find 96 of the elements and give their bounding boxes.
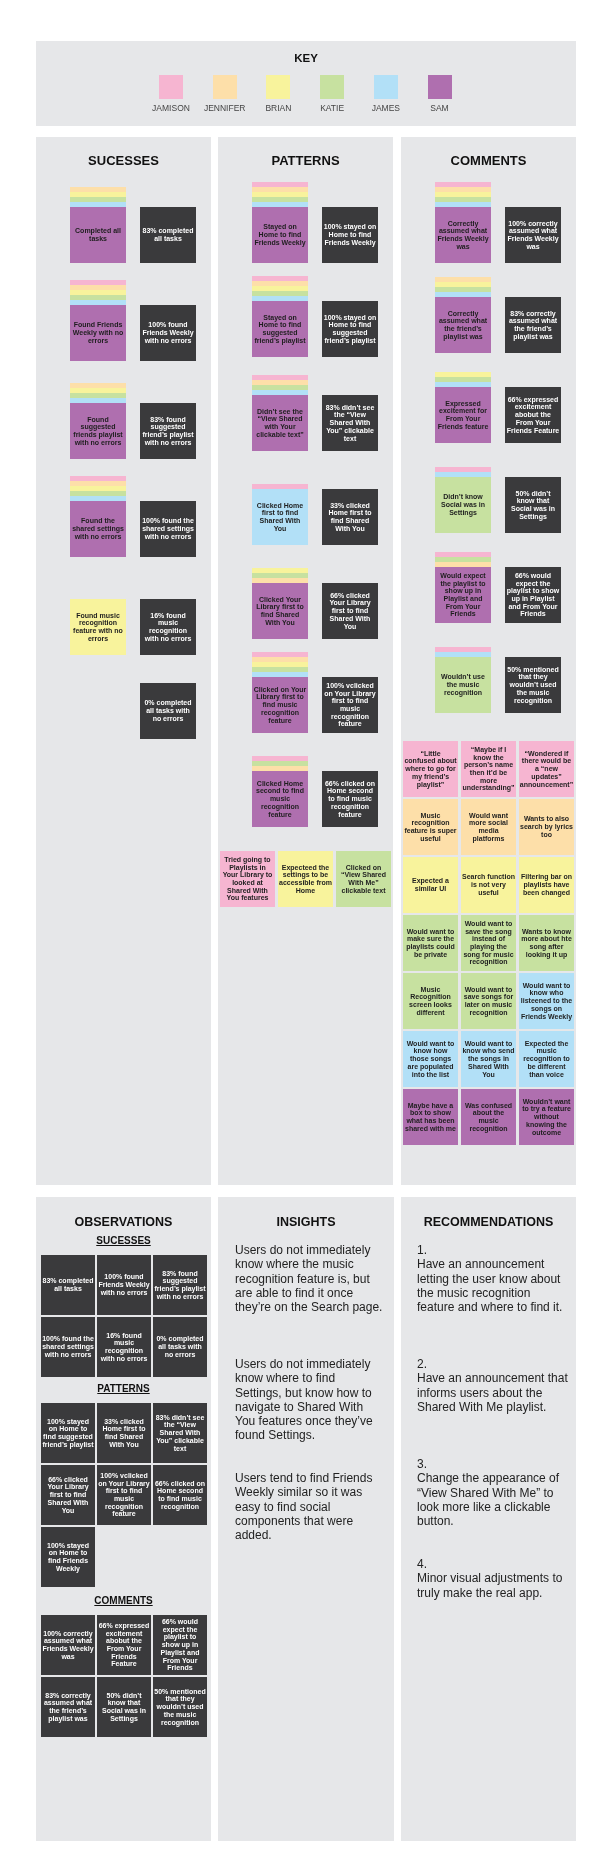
paragraph: Users tend to find Friends Weekly similar so it was easy to find social components that were added. (235, 1471, 374, 1543)
sticky-note (70, 192, 126, 197)
sticky-note (252, 652, 308, 657)
sticky-note (252, 578, 308, 583)
sticky-note (252, 766, 308, 771)
sticky-note (70, 383, 126, 388)
legend-label: BRIAN (264, 103, 293, 113)
sticky-note (435, 557, 491, 562)
column-heading: PATTERNS (270, 153, 341, 168)
sticky-note (435, 202, 491, 207)
sticky-note (70, 481, 126, 486)
sticky-note (252, 672, 308, 677)
sticky-note (252, 187, 308, 192)
column-heading: INSIGHTS (275, 1215, 337, 1229)
sticky-note (435, 182, 491, 187)
sticky-note (252, 390, 308, 395)
sticky-note (252, 761, 308, 766)
list-number: 3. (417, 1457, 428, 1472)
sticky-note (435, 562, 491, 567)
list-number: 1. (417, 1243, 428, 1258)
section-heading: SUCESSES (95, 1235, 152, 1246)
sticky-note (70, 295, 126, 300)
sticky-note (70, 486, 126, 491)
sticky-note (435, 377, 491, 382)
sticky-note (435, 647, 491, 652)
paragraph: Minor visual adjustments to truly make the real app. (417, 1571, 564, 1600)
sticky-note (252, 276, 308, 281)
sticky-note (435, 472, 491, 477)
sticky-note (70, 290, 126, 295)
section-heading: PATTERNS (96, 1383, 151, 1394)
column-panel (401, 1197, 576, 1841)
sticky-note (252, 385, 308, 390)
sticky-note (435, 652, 491, 657)
sticky-note (70, 202, 126, 207)
sticky-note (70, 476, 126, 481)
column-heading: COMMENTS (449, 153, 528, 168)
column-panel (218, 137, 393, 1185)
sticky-note (435, 287, 491, 292)
sticky-note (70, 393, 126, 398)
sticky-note (252, 296, 308, 301)
legend-label: SAM (429, 103, 450, 113)
sticky-note (252, 375, 308, 380)
list-number: 4. (417, 1557, 428, 1572)
paragraph: Have an announcement that informs users about the Shared With Me playlist. (417, 1371, 569, 1415)
paragraph: Users do not immediately know where the music recognition feature is, but are able to find it once they’re on the Search page. (235, 1243, 384, 1315)
column-panel (218, 1197, 394, 1841)
sticky-note (252, 291, 308, 296)
sticky-note (435, 372, 491, 377)
sticky-note (70, 280, 126, 285)
sticky-note (252, 286, 308, 291)
sticky-note (435, 467, 491, 472)
sticky-note (252, 197, 308, 202)
legend-label: KATIE (319, 103, 346, 113)
sticky-note (252, 573, 308, 578)
column-panel (401, 137, 576, 1185)
sticky-note (252, 202, 308, 207)
sticky-note (70, 398, 126, 403)
sticky-note (435, 197, 491, 202)
sticky-note (252, 667, 308, 672)
legend-heading: KEY (293, 52, 319, 64)
sticky-note (435, 277, 491, 282)
paragraph: Have an announcement letting the user know about the music recognition feature and where to find it. (417, 1257, 564, 1315)
sticky-note (435, 552, 491, 557)
legend-label: JENNIFER (202, 103, 247, 113)
sticky-note (252, 657, 308, 662)
sticky-note (70, 187, 126, 192)
sticky-note (70, 197, 126, 202)
sticky-note (70, 491, 126, 496)
paragraph: Change the appearance of “View Shared With Me” to look more like a clickable button. (417, 1471, 561, 1529)
list-number: 2. (417, 1357, 428, 1372)
sticky-note (252, 662, 308, 667)
legend-label: JAMES (370, 103, 401, 113)
paragraph: Users do not immediately know where to find Settings, but know how to navigate to Shared With You features once they’ve found Settings. (235, 1357, 374, 1443)
sticky-note (252, 192, 308, 197)
sticky-note (252, 568, 308, 573)
sticky-note (252, 182, 308, 187)
sticky-note (252, 380, 308, 385)
column-heading: RECOMMENDATIONS (422, 1215, 555, 1229)
column-heading: SUCESSES (87, 153, 160, 168)
sticky-note (70, 388, 126, 393)
sticky-note (435, 192, 491, 197)
sticky-note (70, 496, 126, 501)
column-panel (36, 1197, 211, 1841)
section-heading: COMMENTS (93, 1595, 154, 1606)
sticky-note (70, 285, 126, 290)
column-heading: OBSERVATIONS (73, 1215, 174, 1229)
sticky-note (435, 187, 491, 192)
sticky-note (252, 281, 308, 286)
legend-label: JAMISON (151, 103, 191, 113)
column-panel (36, 137, 211, 1185)
sticky-note (252, 484, 308, 489)
sticky-note (70, 300, 126, 305)
sticky-note (435, 282, 491, 287)
sticky-note (435, 382, 491, 387)
sticky-note (435, 292, 491, 297)
sticky-note (252, 756, 308, 761)
